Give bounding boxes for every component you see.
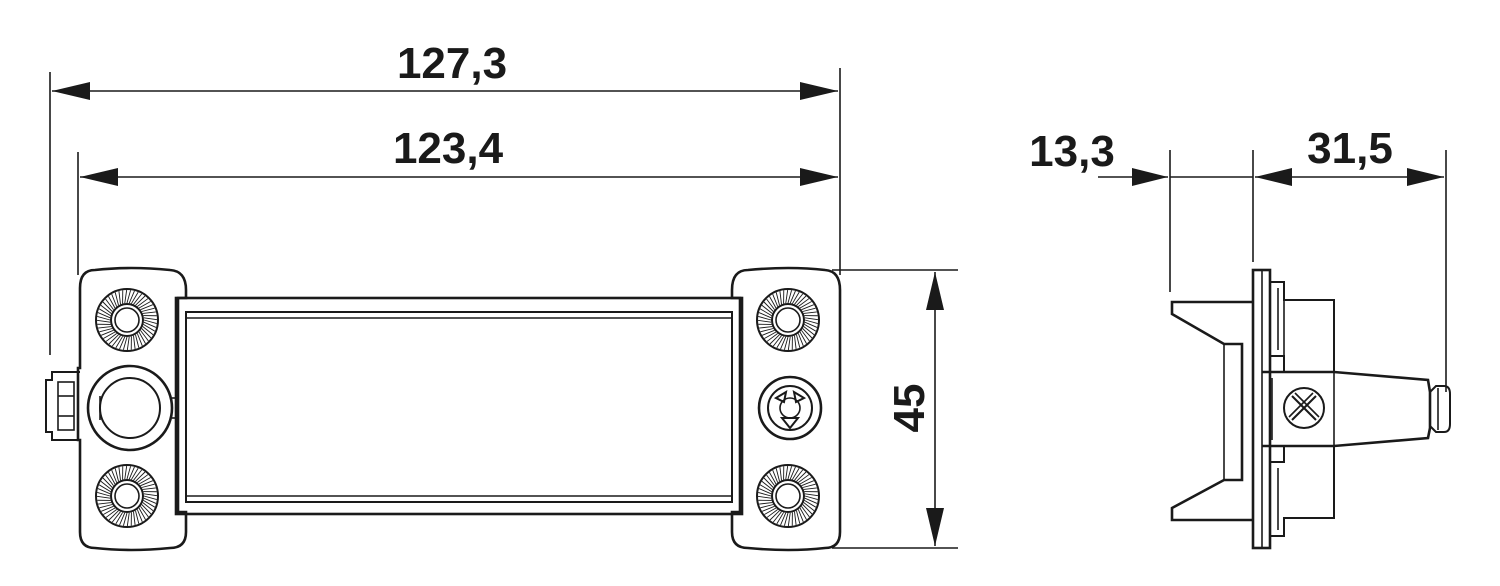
dimension-overall-length: 127,3 [52,39,838,100]
washer-bottom-left [95,464,159,528]
washer-bottom-right [756,464,820,528]
side-lower-bracket [1270,445,1335,537]
dimension-rear-depth: 31,5 [1255,124,1444,186]
center-frame-outer [174,296,744,516]
dimension-label-height: 45 [885,384,934,433]
front-view: 127,3 123,4 [45,39,958,552]
dimension-inner-length: 123,4 [80,124,838,186]
center-frame-inner [185,311,733,503]
dimension-height: 45 [832,269,958,549]
side-front-frame [1170,300,1253,522]
left-flange [76,266,188,552]
dimension-label-overall-length: 127,3 [397,39,507,88]
dimension-front-depth: 13,3 [1029,127,1253,186]
dimension-label-rear-depth: 31,5 [1307,124,1393,173]
left-latch [45,371,80,441]
side-locking-housing [1262,370,1432,448]
coding-ring [86,364,178,452]
washer-top-right [756,288,820,352]
dimension-label-inner-length: 123,4 [393,124,504,173]
dimension-label-front-depth: 13,3 [1029,127,1115,176]
side-rear-knob [1429,385,1451,433]
washer-top-left [95,288,159,352]
side-view: 13,3 31,5 [1029,124,1451,550]
locking-screw-icon [757,375,823,441]
side-upper-bracket [1270,281,1335,373]
side-screw-icon [1283,387,1325,429]
